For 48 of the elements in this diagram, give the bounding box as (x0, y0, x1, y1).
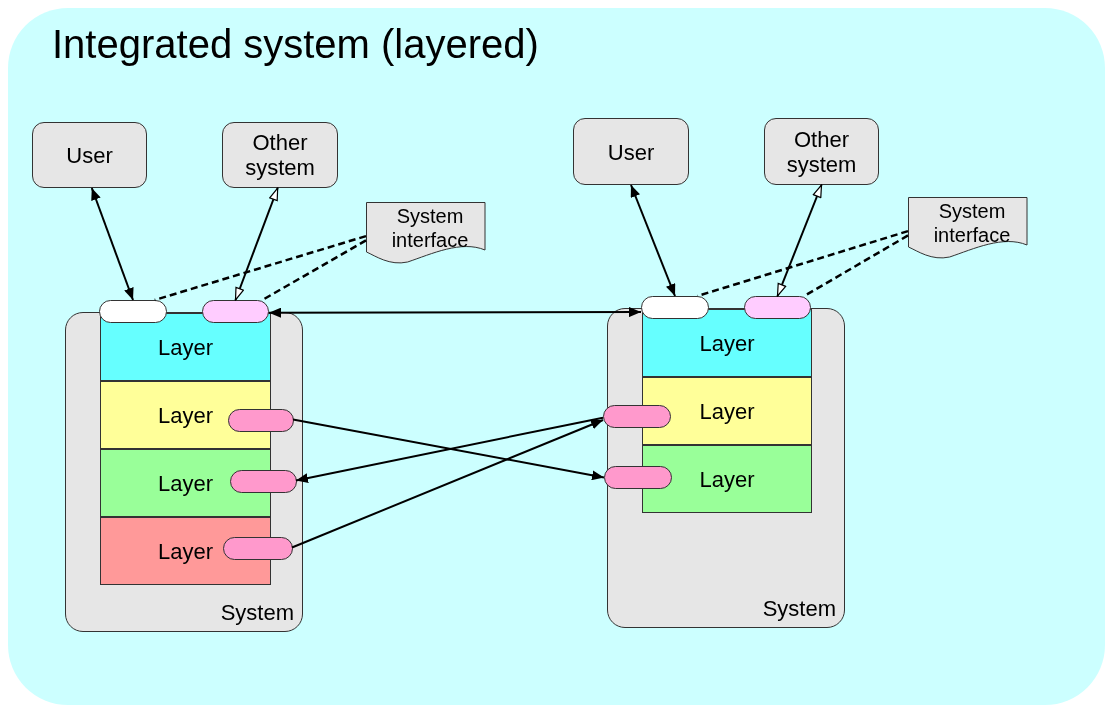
layer-band (100, 517, 271, 585)
dashed-connector (154, 234, 367, 302)
diagram-title: Integrated system (layered) (52, 22, 539, 67)
actor-box (222, 122, 338, 188)
layer-band (100, 313, 271, 381)
node-label: Layer (156, 471, 214, 496)
interface-port (641, 296, 709, 319)
interface-port (99, 300, 167, 323)
layer-band (642, 377, 812, 445)
dashed-connector (697, 229, 909, 298)
arrow (234, 187, 279, 301)
document-note (366, 202, 486, 264)
system-container (65, 312, 303, 632)
actor-box (32, 122, 147, 188)
dashed-connector (803, 234, 909, 298)
node-label: Layer (698, 331, 756, 356)
interface-port (228, 409, 294, 432)
node-label: Layer (698, 399, 756, 424)
node-label: Layer (156, 335, 214, 360)
interface-port (223, 537, 293, 560)
node-label: Other system (785, 126, 858, 177)
document-note (908, 197, 1028, 259)
node-label: Layer (156, 539, 214, 564)
interface-port (744, 296, 811, 319)
arrow (630, 184, 676, 297)
layer-band (100, 381, 271, 449)
node-label: System (762, 596, 836, 621)
interface-port (230, 470, 297, 493)
layer-band (642, 445, 812, 513)
node-label: System interface (390, 204, 470, 252)
node-label: Other system (244, 130, 316, 180)
system-container (607, 308, 845, 628)
layer-band (642, 309, 812, 377)
actor-box (764, 118, 879, 185)
interface-port (202, 300, 269, 323)
node-label: User (65, 142, 114, 168)
node-label: User (606, 139, 656, 164)
node-label: System (220, 600, 294, 625)
layer-band (100, 449, 271, 517)
dashed-connector (261, 239, 367, 302)
node-label: Layer (156, 403, 214, 428)
arrow (291, 418, 604, 549)
arrow (268, 307, 642, 318)
actor-box (573, 118, 689, 185)
node-label: Layer (698, 467, 756, 492)
arrow (776, 184, 823, 297)
node-label: System interface (932, 199, 1012, 247)
arrow (90, 187, 134, 301)
